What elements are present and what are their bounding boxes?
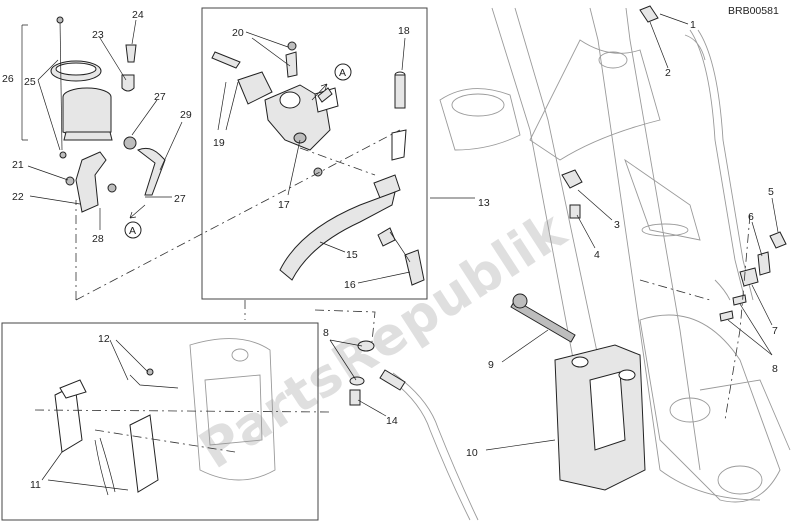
alignment-lines (34, 129, 751, 453)
callout-1: 1 (690, 19, 696, 31)
reference-marker-a-top: A (334, 63, 352, 81)
fittings-right (561, 5, 787, 322)
brake-caliper (510, 293, 646, 491)
callout-16: 16 (344, 279, 356, 291)
reference-marker-a-left: A (124, 221, 142, 239)
callout-8-right: 8 (772, 363, 778, 375)
reference-letter: A (129, 225, 136, 237)
callout-13: 13 (478, 197, 490, 209)
callout-14: 14 (386, 415, 398, 427)
callout-20: 20 (232, 27, 244, 39)
leader-lines (21, 13, 779, 491)
callout-6: 6 (748, 211, 754, 223)
callout-19: 19 (213, 137, 225, 149)
callout-4: 4 (594, 249, 600, 261)
callout-25: 25 (24, 76, 36, 88)
callout-29: 29 (180, 109, 192, 121)
callout-18: 18 (398, 25, 410, 37)
callout-26: 26 (2, 73, 14, 85)
brake-pads (54, 338, 276, 496)
callout-22: 22 (12, 191, 24, 203)
callout-2: 2 (665, 67, 671, 79)
callout-27-top: 27 (154, 91, 166, 103)
callout-23: 23 (92, 29, 104, 41)
callout-3: 3 (614, 219, 620, 231)
callout-24: 24 (132, 9, 144, 21)
callout-17: 17 (278, 199, 290, 211)
callout-15: 15 (346, 249, 358, 261)
callout-21: 21 (12, 159, 24, 171)
front-fork-illustration (439, 7, 791, 503)
brake-line-illustration (349, 340, 479, 521)
callout-12: 12 (98, 333, 110, 345)
callout-28: 28 (92, 233, 104, 245)
callout-8-center: 8 (323, 327, 329, 339)
reservoir-assembly (50, 16, 166, 213)
callout-labels: 1 2 3 4 5 6 7 8 8 9 10 11 12 13 14 15 16… (2, 9, 778, 491)
reference-letter: A (339, 67, 346, 79)
diagram-code: BRB00581 (728, 5, 779, 17)
callout-11: 11 (30, 479, 41, 491)
callout-10: 10 (466, 447, 478, 459)
callout-7: 7 (772, 325, 778, 337)
master-cylinder-frame (201, 7, 428, 300)
callout-5: 5 (768, 186, 774, 198)
callout-9: 9 (488, 359, 494, 371)
brake-pad-frame (1, 322, 319, 521)
callout-27-bottom: 27 (174, 193, 186, 205)
master-cylinder-assembly (211, 41, 425, 286)
